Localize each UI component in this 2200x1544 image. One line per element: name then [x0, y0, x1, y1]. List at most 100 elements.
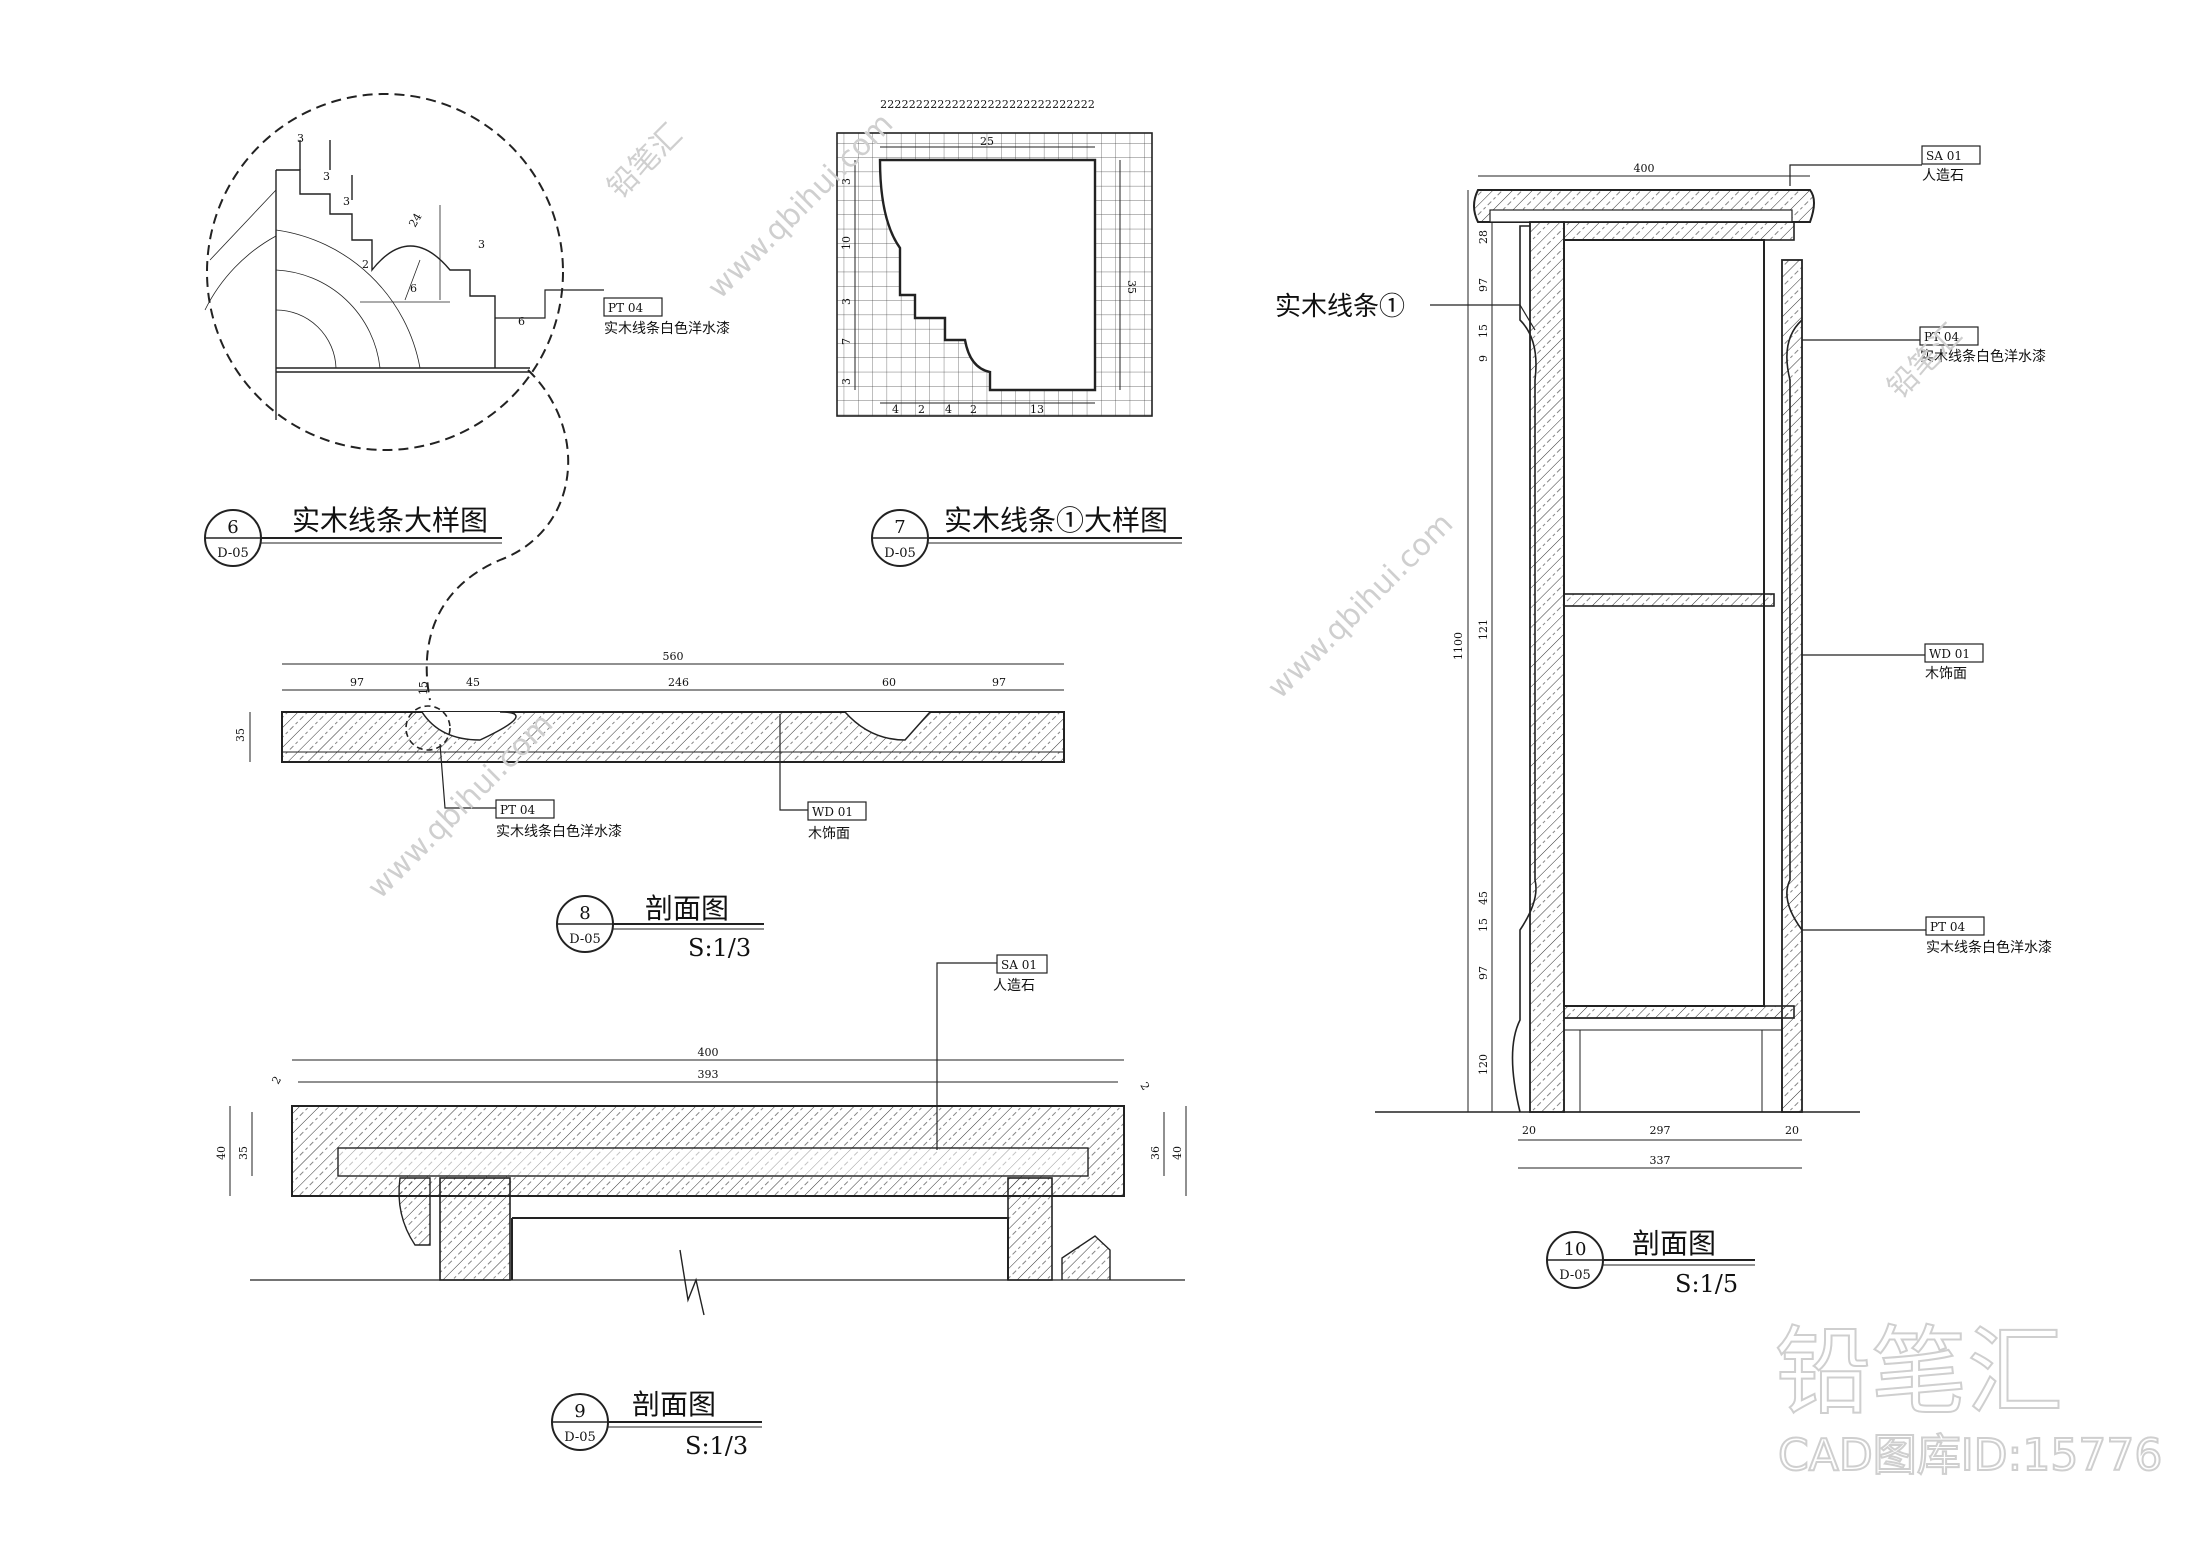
material-desc: 木饰面 [808, 826, 850, 842]
dim-label: 121 [1477, 619, 1490, 640]
tick-label: 2 [887, 98, 894, 111]
tick-label: 2 [1074, 98, 1081, 111]
sheet-ref: D-05 [217, 546, 249, 561]
detail-connector [425, 369, 570, 701]
dim-label: 4 [892, 403, 899, 416]
tick-label: 2 [966, 98, 973, 111]
dim-label: 15 [1477, 324, 1490, 338]
dim-label: 97 [992, 676, 1006, 689]
dim-label: 20 [1785, 1124, 1799, 1137]
material-desc: 人造石 [993, 978, 1035, 994]
dim-label: 7 [840, 338, 853, 345]
dim-label: 35 [234, 728, 247, 742]
dim-label: 15 [417, 681, 430, 695]
tick-label: 2 [1038, 98, 1045, 111]
dim-label: 40 [1171, 1146, 1184, 1160]
dim-label: 3 [840, 378, 853, 385]
view-10-section: 400 1100 28 97 15 9 121 45 15 97 120 20 … [1275, 145, 2052, 1298]
dim-label: 3 [343, 195, 350, 208]
panel-section [281, 711, 1065, 763]
dim-label: 24 [406, 211, 424, 230]
tick-label: 2 [980, 98, 987, 111]
dim-label: 9 [1477, 355, 1490, 362]
material-desc: 实木线条白色洋水漆 [604, 320, 730, 337]
tick-label: 2 [995, 98, 1002, 111]
material-tag: SA 01 [1001, 958, 1037, 972]
dim-label: 60 [882, 676, 896, 689]
tick-label: 2 [894, 98, 901, 111]
material-tag: PT 04 [1930, 920, 1966, 934]
dim-label: 1100 [1452, 632, 1465, 660]
brand-logo: 铅笔汇 [1775, 1316, 2063, 1428]
dim-label: 246 [668, 676, 689, 689]
tick-label: 2 [902, 98, 909, 111]
view-scale: S:1/3 [685, 1432, 748, 1460]
watermark-url: www.qbihui.com [1261, 506, 1460, 705]
detail-circle [206, 93, 564, 451]
dim-label: 400 [698, 1046, 719, 1059]
material-desc: 实木线条白色洋水漆 [1920, 348, 2046, 365]
dim-label: 3 [478, 238, 485, 251]
tick-label: 2 [988, 98, 995, 111]
dim-label: 2 [269, 1074, 284, 1087]
tick-label: 2 [1081, 98, 1088, 111]
tick-label: 2 [1066, 98, 1073, 111]
view-9-section: 400 393 2 2 40 35 36 40 SA 01 人造石 9 D-05… [215, 954, 1187, 1460]
watermark-logo: 铅笔汇 [601, 117, 689, 205]
dim-label: 2 [362, 258, 369, 271]
view-number: 7 [894, 517, 905, 538]
material-tag: WD 01 [812, 805, 853, 819]
dim-label: 45 [466, 676, 480, 689]
dim-label: 6 [410, 282, 417, 295]
view-number: 6 [227, 517, 238, 538]
material-desc: 实木线条白色洋水漆 [496, 823, 622, 840]
dim-label: 35 [237, 1146, 250, 1160]
dim-label: 337 [1650, 1154, 1671, 1167]
material-tag: WD 01 [1929, 647, 1970, 661]
view-number: 8 [579, 903, 590, 924]
view-6-detail: 3 3 3 2 24 6 3 6 PT 04 实木线条白色洋水漆 6 D-05 … [204, 93, 730, 701]
view-title: 实木线条①大样图 [944, 504, 1168, 537]
tick-label: 2 [945, 98, 952, 111]
sheet-ref: D-05 [884, 546, 916, 561]
dim-label: 40 [215, 1146, 228, 1160]
dim-label: 45 [1477, 891, 1490, 905]
dim-label: 3 [840, 178, 853, 185]
tick-label: 2 [930, 98, 937, 111]
dim-label: 6 [518, 315, 525, 328]
view-8-section: 560 97 15 45 246 60 97 35 PT 04 实木线条白色洋水… [234, 650, 1065, 962]
molding-label: 实木线条① [1275, 292, 1405, 322]
tick-label: 2 [952, 98, 959, 111]
dim-label: 3 [297, 132, 304, 145]
material-desc: 实木线条白色洋水漆 [1926, 939, 2052, 956]
dim-label: 2 [1137, 1080, 1152, 1093]
view-number: 10 [1564, 1239, 1587, 1260]
dim-label: 97 [1477, 966, 1490, 980]
dim-label: 97 [350, 676, 364, 689]
dim-label: 36 [1149, 1146, 1162, 1160]
view-scale: S:1/5 [1675, 1270, 1738, 1298]
sheet-ref: D-05 [569, 932, 601, 947]
dim-label: 97 [1477, 278, 1490, 292]
material-tag: SA 01 [1926, 149, 1962, 163]
dim-label: 560 [663, 650, 684, 663]
material-desc: 木饰面 [1925, 666, 1967, 682]
dim-label: 25 [980, 135, 994, 148]
dim-label: 297 [1650, 1124, 1671, 1137]
view-title: 剖面图 [632, 1388, 716, 1421]
brand-caption: CAD图库ID:15776 [1778, 1430, 2162, 1481]
tick-label: 2 [1023, 98, 1030, 111]
dim-label: 28 [1477, 230, 1490, 244]
tick-label: 2 [1088, 98, 1095, 111]
material-desc: 人造石 [1922, 168, 1964, 184]
dim-label: 20 [1522, 1124, 1536, 1137]
tick-label: 2 [1045, 98, 1052, 111]
dim-label: 15 [1477, 918, 1490, 932]
tick-label: 2 [1009, 98, 1016, 111]
tick-label: 2 [1059, 98, 1066, 111]
dim-label: 400 [1634, 162, 1655, 175]
